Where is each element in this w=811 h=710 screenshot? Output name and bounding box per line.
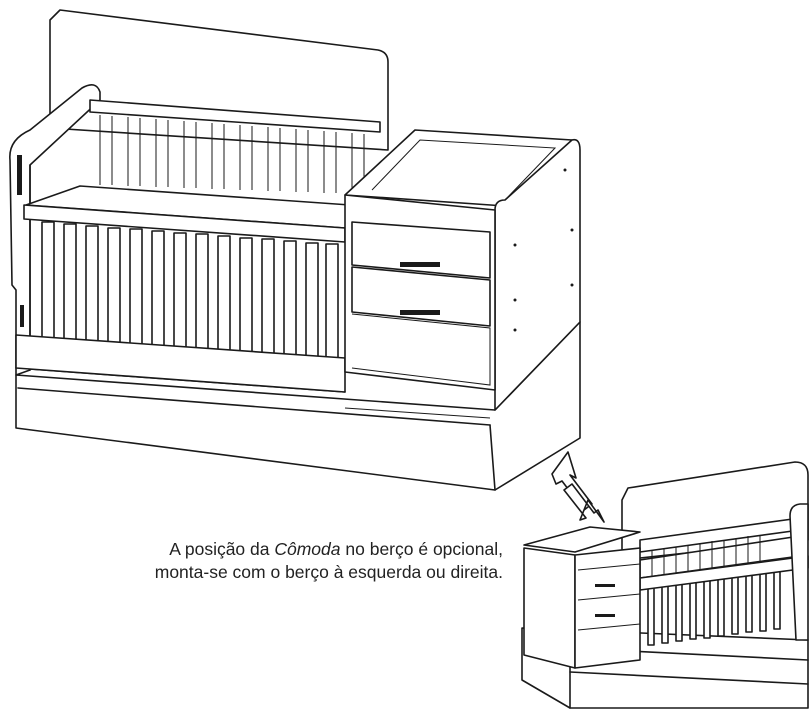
crib-front-bottom-rail [15,334,346,393]
small-dresser-side [523,547,576,669]
note-emphasis: Cômoda [274,539,341,559]
dresser-side [494,138,581,411]
crib-rear-rail [89,99,381,133]
dresser-drawer-top [351,221,491,279]
small-crib-with-dresser [521,461,809,709]
drawer-front-edge [17,387,491,426]
front-slats [41,221,339,363]
double-arrow-icon [551,451,605,523]
drawer-handle-middle [400,310,440,315]
assembly-note: A posição da Cômoda no berço é opcional,… [150,538,503,584]
underbed-drawer [489,424,496,491]
dresser-drawer-middle [351,266,491,327]
drawer-handle-top [400,262,440,267]
small-end-panel-right [789,503,809,641]
note-prefix: A posição da [169,539,275,559]
hinge-hardware [17,155,22,195]
small-dresser-top [523,526,641,553]
small-rear-slats [651,535,761,578]
note-suffix: no berço é opcional, monta-se com o berç… [154,539,503,582]
screw-dots [513,168,574,332]
small-dresser-front [574,547,641,669]
large-crib-with-dresser [9,9,581,491]
